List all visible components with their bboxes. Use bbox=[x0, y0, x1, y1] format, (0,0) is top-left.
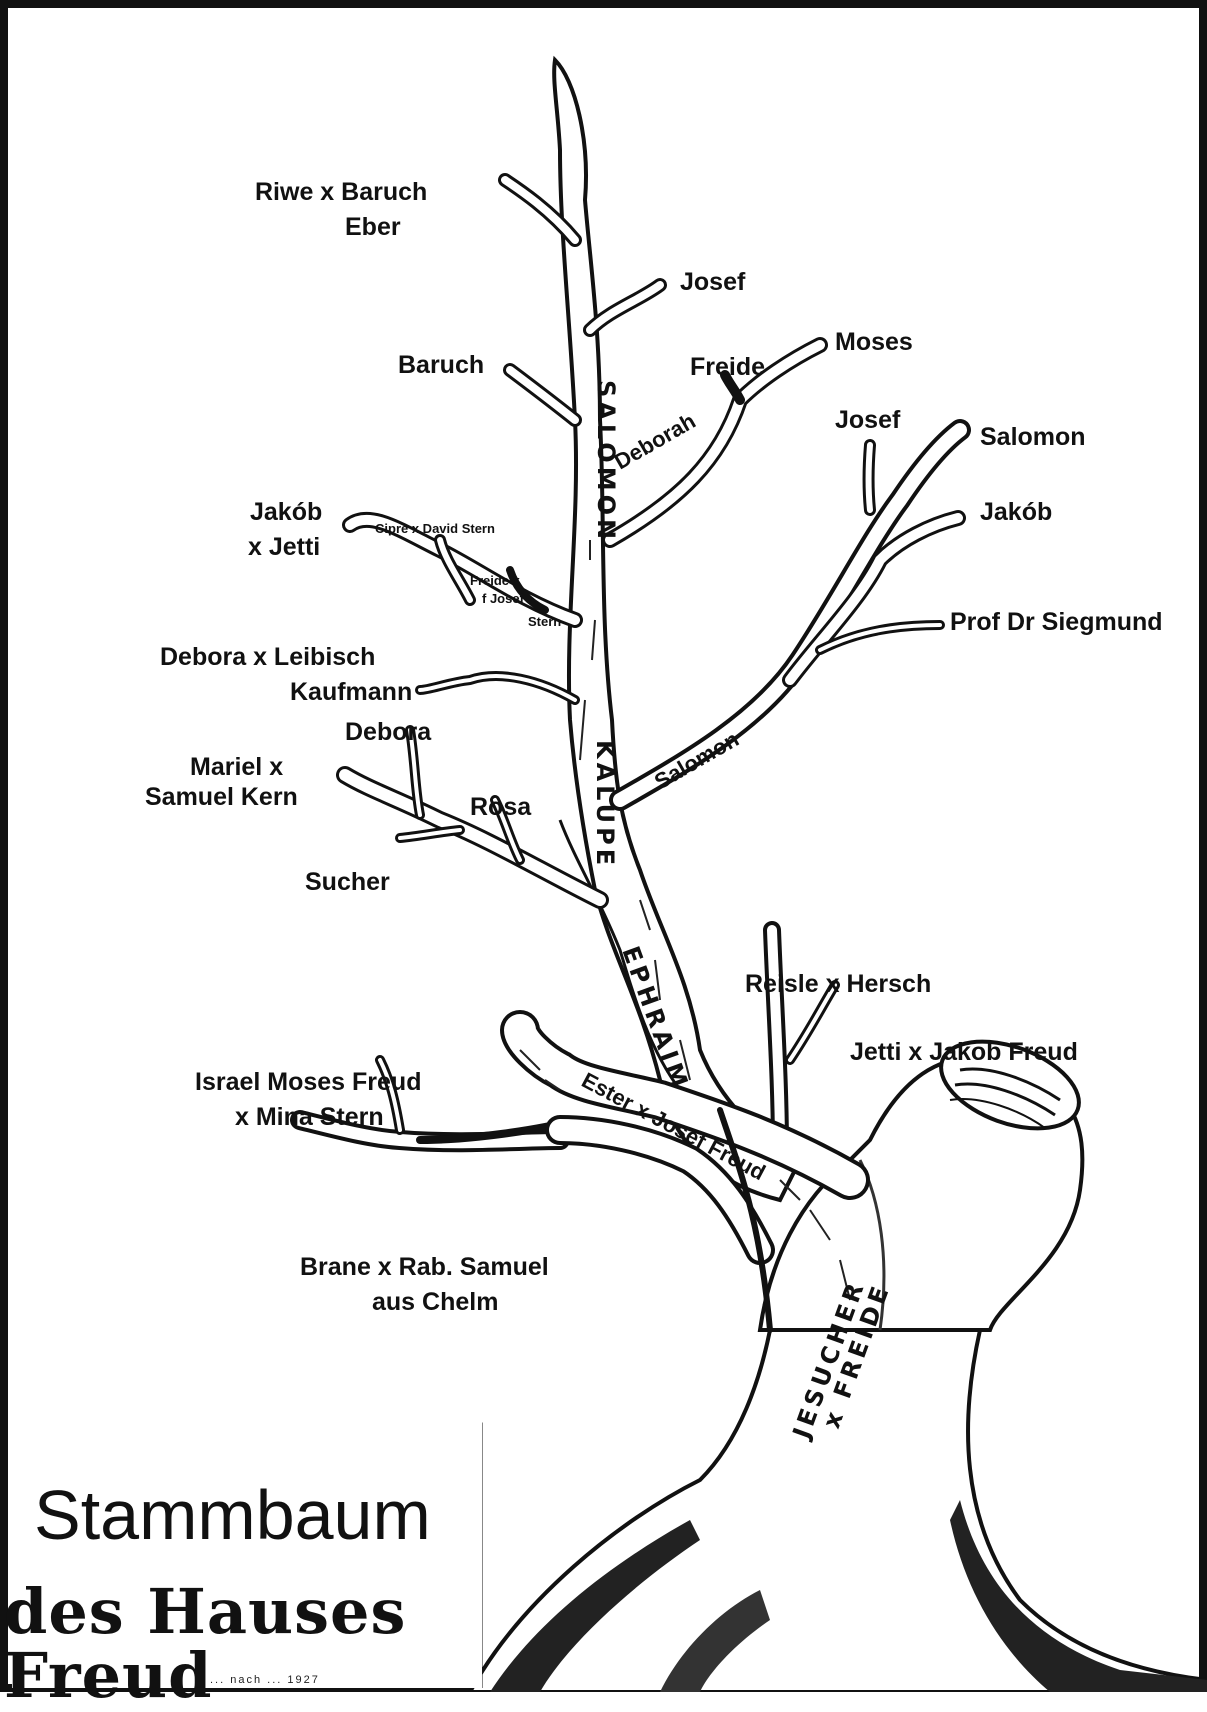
label-jakob-left: Jakób bbox=[250, 498, 322, 526]
label-jakob-right: Jakób bbox=[980, 498, 1052, 526]
label-rosa: Rosa bbox=[470, 793, 532, 821]
label-moses: Moses bbox=[835, 328, 913, 356]
label-kaufmann: Kaufmann bbox=[290, 678, 412, 706]
label-josef-top: Josef bbox=[680, 268, 746, 296]
tree-main-stem bbox=[554, 60, 800, 1200]
title-main: Stammbaum bbox=[34, 1480, 454, 1550]
label-freide-josef-2: f Josef bbox=[482, 591, 525, 606]
label-freide-josef-3: Stern bbox=[528, 614, 561, 629]
label-salomon: Salomon bbox=[980, 423, 1086, 451]
label-debora-leibisch: Debora x Leibisch bbox=[160, 643, 375, 671]
label-baruch: Baruch bbox=[398, 351, 484, 379]
label-jetti-jakob: Jetti x Jakob Freud bbox=[850, 1038, 1078, 1066]
label-mina-stern: x Mina Stern bbox=[235, 1103, 384, 1131]
label-freide-top: Freide bbox=[690, 353, 765, 381]
label-samuel-kern: Samuel Kern bbox=[145, 783, 298, 811]
label-aus-chelm: aus Chelm bbox=[372, 1288, 498, 1316]
label-cipre-david: Cipre x David Stern bbox=[375, 521, 495, 536]
trunk-label-kalupe: KALUPE bbox=[591, 740, 619, 869]
branch-label-deborah: Deborah bbox=[610, 408, 700, 474]
label-debora: Debora bbox=[345, 718, 432, 746]
label-x-jetti: x Jetti bbox=[248, 533, 320, 561]
label-riwe-baruch: Riwe x Baruch bbox=[255, 178, 427, 206]
label-eber: Eber bbox=[345, 213, 401, 241]
title-footnote: ... nach ... 1927 bbox=[210, 1674, 450, 1686]
label-brane-samuel: Brane x Rab. Samuel bbox=[300, 1253, 549, 1281]
label-reisle-hersch: Reisle x Hersch bbox=[745, 970, 931, 998]
label-prof-siegmund: Prof Dr Siegmund bbox=[950, 608, 1163, 636]
title-sub: des Hauses Freud bbox=[4, 1580, 474, 1708]
label-josef-right: Josef bbox=[835, 406, 901, 434]
label-sucher: Sucher bbox=[305, 868, 390, 896]
branch-label-salomon: Salomon bbox=[650, 726, 743, 794]
label-israel-moses: Israel Moses Freud bbox=[195, 1068, 421, 1096]
label-freide-josef-1: Freide x bbox=[470, 573, 521, 588]
label-mariel: Mariel x bbox=[190, 753, 283, 781]
